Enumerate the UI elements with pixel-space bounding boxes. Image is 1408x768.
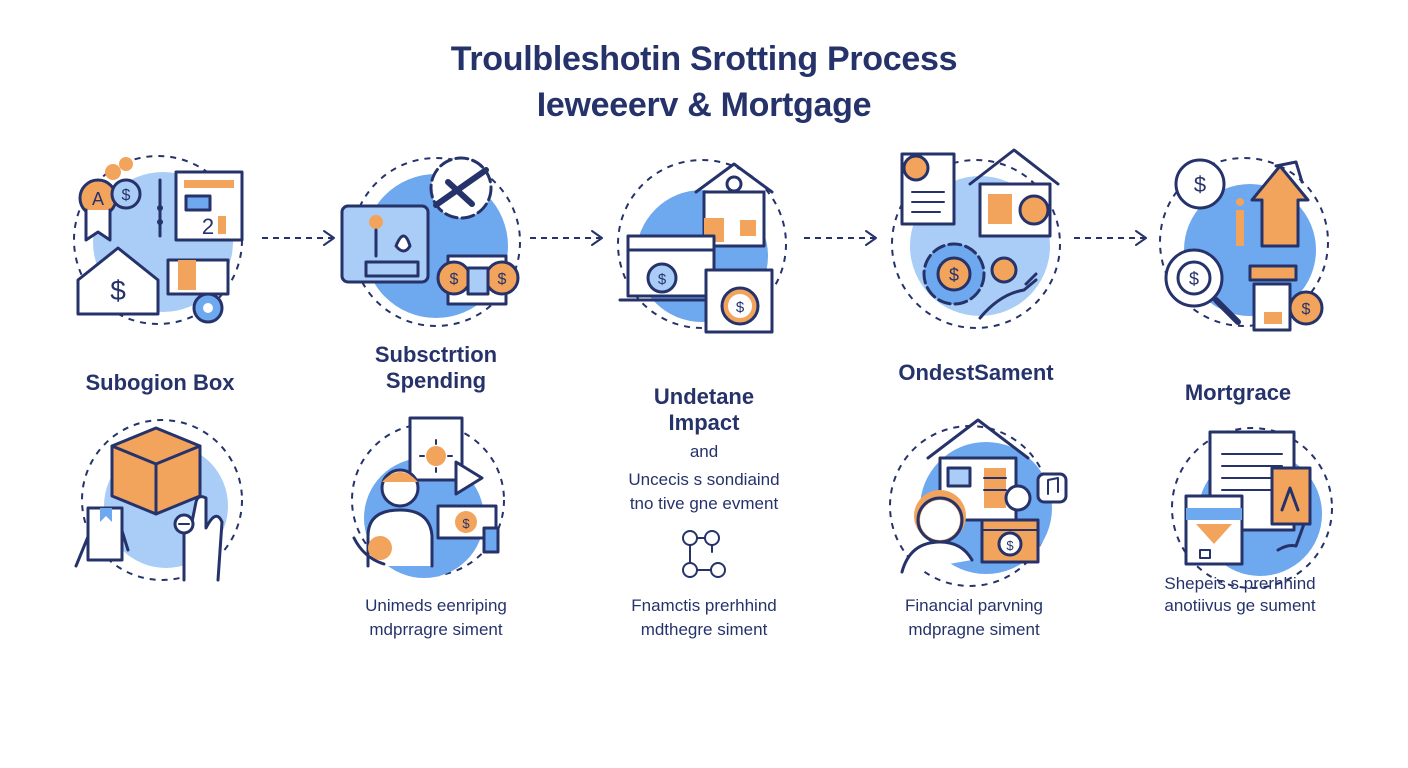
step-2-label-line1: Subsctrtion: [374, 342, 498, 367]
svg-text:$: $: [736, 299, 745, 316]
step-5-desc-line2: anotiivus ge sument: [1164, 596, 1316, 615]
step-2-label-line2: Spending: [385, 368, 487, 393]
step-4-desc-line1: Financial parvning: [905, 596, 1043, 615]
diagram-title-line1: Troulbleshotin Srotting Process: [450, 40, 958, 78]
svg-text:$: $: [1189, 269, 1199, 289]
step-2-desc-line2: mdprragre siment: [369, 620, 503, 639]
step-5-label: Mortgrace: [1184, 380, 1292, 405]
step-3-desc-line2: mdthegre siment: [640, 620, 768, 639]
svg-text:$: $: [122, 187, 131, 204]
flow-arrow-2: [530, 228, 606, 248]
person-subscription-bill-icon: $: [350, 414, 530, 594]
subscription-box-hands-icon: [66, 416, 246, 596]
step-2-desc-line1: Unimeds eenriping: [365, 596, 507, 615]
house-laptop-coin-icon: $ $: [614, 152, 794, 334]
house-person-laptop-icon: $: [888, 412, 1068, 592]
mortgage-contract-icon: [1160, 420, 1340, 600]
step-3-label-line1: Undetane: [653, 384, 755, 409]
svg-text:$: $: [450, 271, 459, 288]
svg-text:$: $: [1194, 172, 1206, 197]
document-house-gear-icon: $: [884, 148, 1064, 329]
svg-text:A: A: [92, 189, 104, 209]
step-3-and: and: [689, 442, 719, 461]
step-3-label-line2: Impact: [668, 410, 740, 435]
svg-text:$: $: [1302, 301, 1311, 318]
subscription-gear-coins-icon: $ $: [336, 150, 521, 330]
step-1-label: Subogion Box: [85, 370, 235, 395]
svg-text:$: $: [462, 516, 470, 531]
diagram-title-line2: Ieweeerv & Mortgage: [536, 86, 872, 124]
flow-arrow-3: [804, 228, 880, 248]
mortgage-growth-magnifier-icon: $ $ $: [1158, 150, 1338, 332]
step-3-mid-line2: tno tive gne evment: [629, 494, 779, 513]
svg-text:$: $: [498, 271, 507, 288]
flow-arrow-4: [1074, 228, 1150, 248]
step-5-desc-line1: Shepeis s prerhhind: [1164, 574, 1316, 593]
budget-documents-house-icon: A $ 2 $: [68, 150, 248, 330]
flow-arrow-1: [262, 228, 338, 248]
network-nodes-icon: [672, 520, 742, 584]
step-4-desc-line2: mdpragne siment: [908, 620, 1040, 639]
step-3-desc-line1: Fnamctis prerhhind: [631, 596, 777, 615]
svg-text:$: $: [1006, 538, 1014, 553]
svg-text:$: $: [949, 265, 959, 285]
svg-text:$: $: [658, 271, 667, 288]
svg-text:2: 2: [202, 214, 214, 239]
step-4-label: OndestSament: [898, 360, 1054, 385]
step-3-mid-line1: Uncecis s sondiaind: [628, 470, 780, 489]
svg-text:$: $: [110, 275, 126, 306]
